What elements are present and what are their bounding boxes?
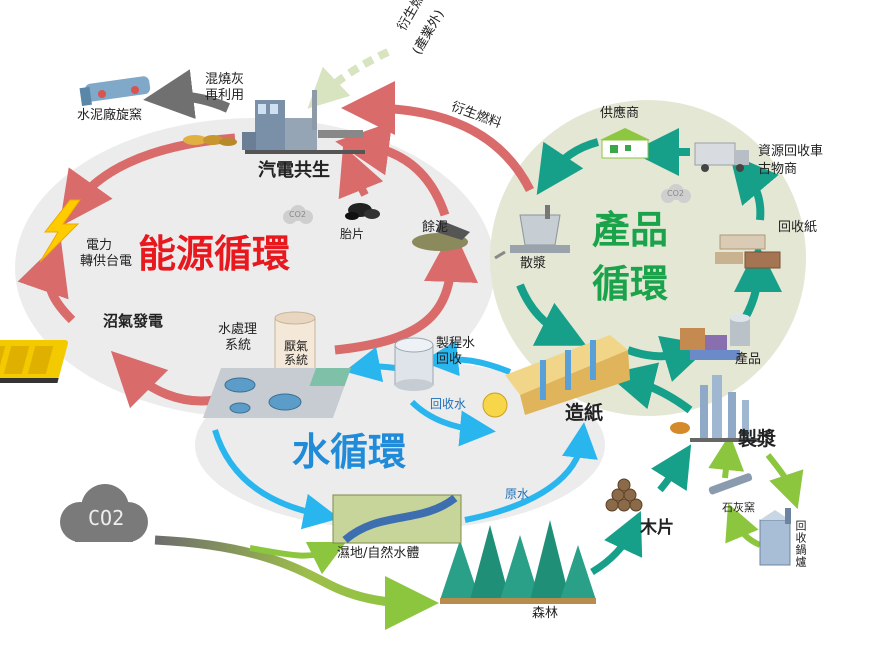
product-boxes-icon xyxy=(680,314,750,360)
label-water-treatment-1: 水處理 xyxy=(218,322,258,337)
label-product-cycle-1: 產品 xyxy=(592,208,669,252)
arrow-treatment-to-wetland xyxy=(212,429,340,530)
arrow-wood-to-pulping xyxy=(651,444,692,493)
label-recycle-truck-2: 古物商 xyxy=(758,162,798,177)
supplier-warehouse-icon xyxy=(600,128,650,159)
water-treatment-icon xyxy=(202,368,352,418)
co2-cloud-icon xyxy=(60,484,148,542)
process-water-tank-icon xyxy=(394,337,434,391)
label-recovery-boiler: 回收鍋爐 xyxy=(794,520,807,568)
label-loose-pulp: 散漿 xyxy=(520,256,547,271)
arrow-paper-to-truck xyxy=(729,153,779,221)
recycled-paper-icon xyxy=(715,234,781,269)
tire-chip-icon xyxy=(345,203,380,220)
label-ash-reuse-2: 再利用 xyxy=(205,88,245,103)
label-energy-cycle: 能源循環 xyxy=(138,232,291,276)
log-pile-icon xyxy=(605,478,643,512)
label-tire-chip: 胎片 xyxy=(340,227,365,241)
label-power-1: 電力 xyxy=(86,238,113,253)
wetland-icon xyxy=(332,494,462,544)
label-ash-reuse-1: 混燒灰 xyxy=(205,72,245,87)
biogas-generator-icon xyxy=(0,340,68,383)
paper-machine-icon xyxy=(482,335,630,418)
arrow-pulping-to-paper xyxy=(606,362,693,414)
arrow-raw-water xyxy=(464,422,598,523)
label-recycle-truck-1: 資源回收車 xyxy=(758,144,824,159)
label-process-water-1: 製程水 xyxy=(436,336,476,351)
label-process-water-2: 回收 xyxy=(436,352,463,367)
arrow-process-water-to-treatment xyxy=(344,346,396,383)
cement-kiln-icon xyxy=(79,76,151,107)
lightning-icon xyxy=(39,199,81,263)
label-wetland: 濕地/自然水體 xyxy=(337,546,420,561)
arrow-ash-to-kiln xyxy=(143,69,230,119)
label-wood-chip: 木片 xyxy=(640,518,674,538)
arrow-co2-to-wetland xyxy=(249,541,347,575)
arrow-pulp-to-paper xyxy=(516,283,587,346)
label-supplier: 供應商 xyxy=(600,106,640,121)
arrow-pulp-to-cogen xyxy=(341,81,535,193)
label-recycled-paper: 回收紙 xyxy=(778,220,818,235)
label-recycled-water: 回收水 xyxy=(430,397,467,411)
lime-kiln-icon xyxy=(708,473,753,495)
arrow-lime-to-pulping xyxy=(708,434,745,479)
label-water-cycle: 水循環 xyxy=(292,430,407,474)
label-raw-water: 原水 xyxy=(505,487,530,501)
arrow-biogas-to-power xyxy=(17,239,76,324)
recovery-boiler-icon xyxy=(759,508,791,566)
label-lime-kiln: 石灰窯 xyxy=(722,501,755,514)
label-product: 產品 xyxy=(735,352,762,367)
pulping-tower-icon xyxy=(670,375,760,442)
arrow-boiler-to-lime xyxy=(725,503,762,548)
label-sludge: 餘泥 xyxy=(422,220,449,235)
label-papermaking: 造紙 xyxy=(565,402,604,424)
co2-small-cloud-left-icon xyxy=(283,205,313,224)
label-forest: 森林 xyxy=(532,606,559,621)
label-product-cycle-2: 循環 xyxy=(592,262,669,306)
arrow-anaerobic-to-sludge xyxy=(334,228,478,355)
arrow-paper-to-process-water xyxy=(422,340,512,377)
label-co2-big: CO2 xyxy=(88,506,125,530)
label-water-treatment-2: 系統 xyxy=(225,338,252,353)
arrow-paper-to-product xyxy=(626,335,711,382)
forest-icon xyxy=(440,520,596,604)
sludge-icon xyxy=(412,220,470,251)
recycle-truck-icon xyxy=(694,142,749,172)
arrow-co2-to-forest xyxy=(154,535,439,630)
power-plant-icon xyxy=(242,90,365,154)
ash-pile-icon xyxy=(183,135,237,146)
arrow-external-fuel xyxy=(307,48,390,109)
co2-small-cloud-right-icon xyxy=(661,184,691,203)
label-anaerobic-1: 厭氣 xyxy=(284,339,309,353)
arrow-forest-to-wood xyxy=(590,510,643,576)
label-co2-small-left: CO2 xyxy=(289,210,306,219)
arrow-supplier-to-pulp xyxy=(536,138,600,195)
label-biogas-power: 沼氣發電 xyxy=(103,312,164,330)
arrow-product-to-recycle xyxy=(733,244,782,320)
arrow-recycled-water xyxy=(409,399,496,447)
label-cogeneration: 汽電共生 xyxy=(258,160,330,181)
arrow-pulping-to-boiler xyxy=(765,453,804,510)
label-anaerobic-2: 系統 xyxy=(284,353,309,367)
label-co2-small-right: CO2 xyxy=(667,189,684,198)
label-pulping: 製漿 xyxy=(738,428,777,450)
label-cement-kiln: 水泥廠旋窯 xyxy=(77,108,143,123)
pulper-icon xyxy=(494,205,570,260)
arrow-water-to-biogas xyxy=(110,350,216,409)
arrow-chip-to-cogen xyxy=(338,145,384,200)
label-power-2: 轉供台電 xyxy=(80,254,133,269)
